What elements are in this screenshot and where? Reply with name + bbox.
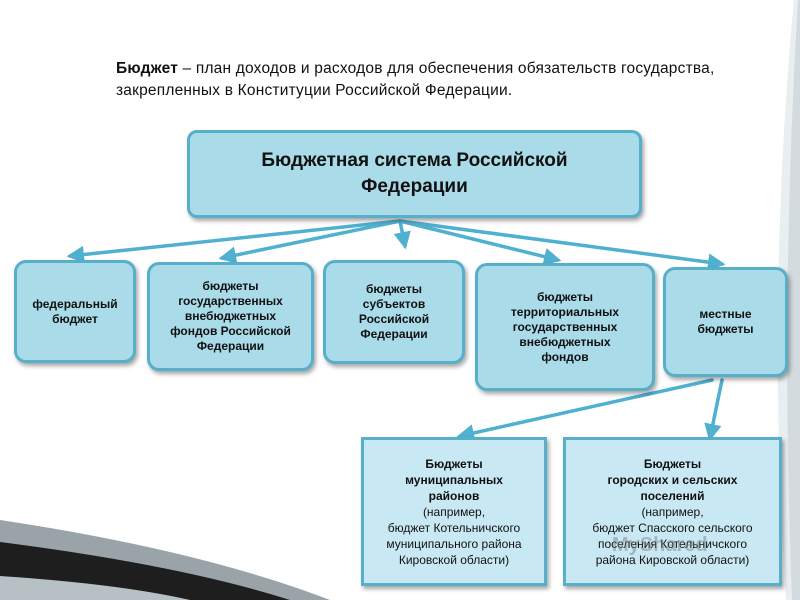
subjects-line: бюджеты <box>365 282 423 296</box>
municipal-example-line: муниципального района <box>386 536 522 551</box>
local-line: местные <box>699 307 752 321</box>
settlements-example-line: района Кировской области) <box>595 552 750 567</box>
subjects-line: Российской <box>358 312 430 326</box>
budget-definition: Бюджет – план доходов и расходов для обе… <box>116 58 776 102</box>
settlements-title-line: поселений <box>640 488 705 503</box>
definition-term: Бюджет <box>116 60 179 77</box>
bottom-swoosh-decoration <box>0 520 330 600</box>
gov-funds-line: Федерации <box>196 339 265 353</box>
settlements-example-line: (например, <box>641 504 704 519</box>
territorial-line: фондов <box>541 349 589 364</box>
gov-funds-line: бюджеты <box>202 279 259 293</box>
arrow-to-settlements <box>704 378 724 442</box>
settlements-example-line: бюджет Спасского сельского <box>592 520 753 535</box>
settlements-title-line: городских и сельских <box>607 472 738 487</box>
root-title-line1: Бюджетная система Российской <box>261 150 568 171</box>
municipal-districts-box: Бюджеты муниципальных районов (например,… <box>361 437 547 586</box>
watermark-logo: MyShared <box>612 534 708 556</box>
municipal-example-line: Кировской области) <box>398 552 510 567</box>
municipal-example-line: бюджет Котельничского <box>387 520 521 535</box>
definition-text: – план доходов и расходов для обеспечени… <box>116 60 715 99</box>
arrow-to-subjects <box>393 219 411 250</box>
local-line: бюджеты <box>697 322 754 336</box>
territorial-funds-box: бюджеты территориальных государственных … <box>475 263 655 391</box>
settlements-example-line: поселения Котельничского <box>597 536 747 551</box>
federal-budget-box: федеральный бюджет <box>14 260 136 363</box>
settlements-box: Бюджеты городских и сельских поселений (… <box>563 437 782 586</box>
gov-extrabudgetary-funds-box: бюджеты государственных внебюджетных фон… <box>147 262 314 371</box>
territorial-line: государственных <box>512 319 618 334</box>
municipal-example-line: (например, <box>422 504 486 519</box>
municipal-title-line: Бюджеты <box>425 456 483 471</box>
municipal-title-line: муниципальных <box>405 472 503 487</box>
page-curl-decoration <box>777 0 800 600</box>
federal-line: бюджет <box>52 311 98 326</box>
arrow-to-territorial <box>398 219 562 266</box>
gov-funds-line: фондов Российской <box>170 324 291 338</box>
gov-funds-line: государственных <box>178 294 283 308</box>
root-title-line2: Федерации <box>361 176 468 197</box>
arrow-to-gov-funds <box>218 219 402 264</box>
territorial-line: внебюджетных <box>519 334 611 349</box>
arrow-to-federal <box>66 219 402 264</box>
subjects-budgets-box: бюджеты субъектов Российской Федерации <box>323 260 465 364</box>
gov-funds-line: внебюджетных <box>184 309 277 323</box>
budget-system-root: Бюджетная система Российской Федерации <box>187 130 642 218</box>
subjects-line: субъектов <box>362 297 426 311</box>
arrow-to-local <box>398 219 726 271</box>
subjects-line: Федерации <box>360 327 428 341</box>
territorial-line: территориальных <box>510 304 620 319</box>
settlements-title-line: Бюджеты <box>643 456 702 471</box>
federal-line: федеральный <box>32 296 118 311</box>
territorial-line: бюджеты <box>536 289 594 304</box>
municipal-title-line: районов <box>428 488 480 503</box>
local-budgets-box: местные бюджеты <box>663 267 788 377</box>
